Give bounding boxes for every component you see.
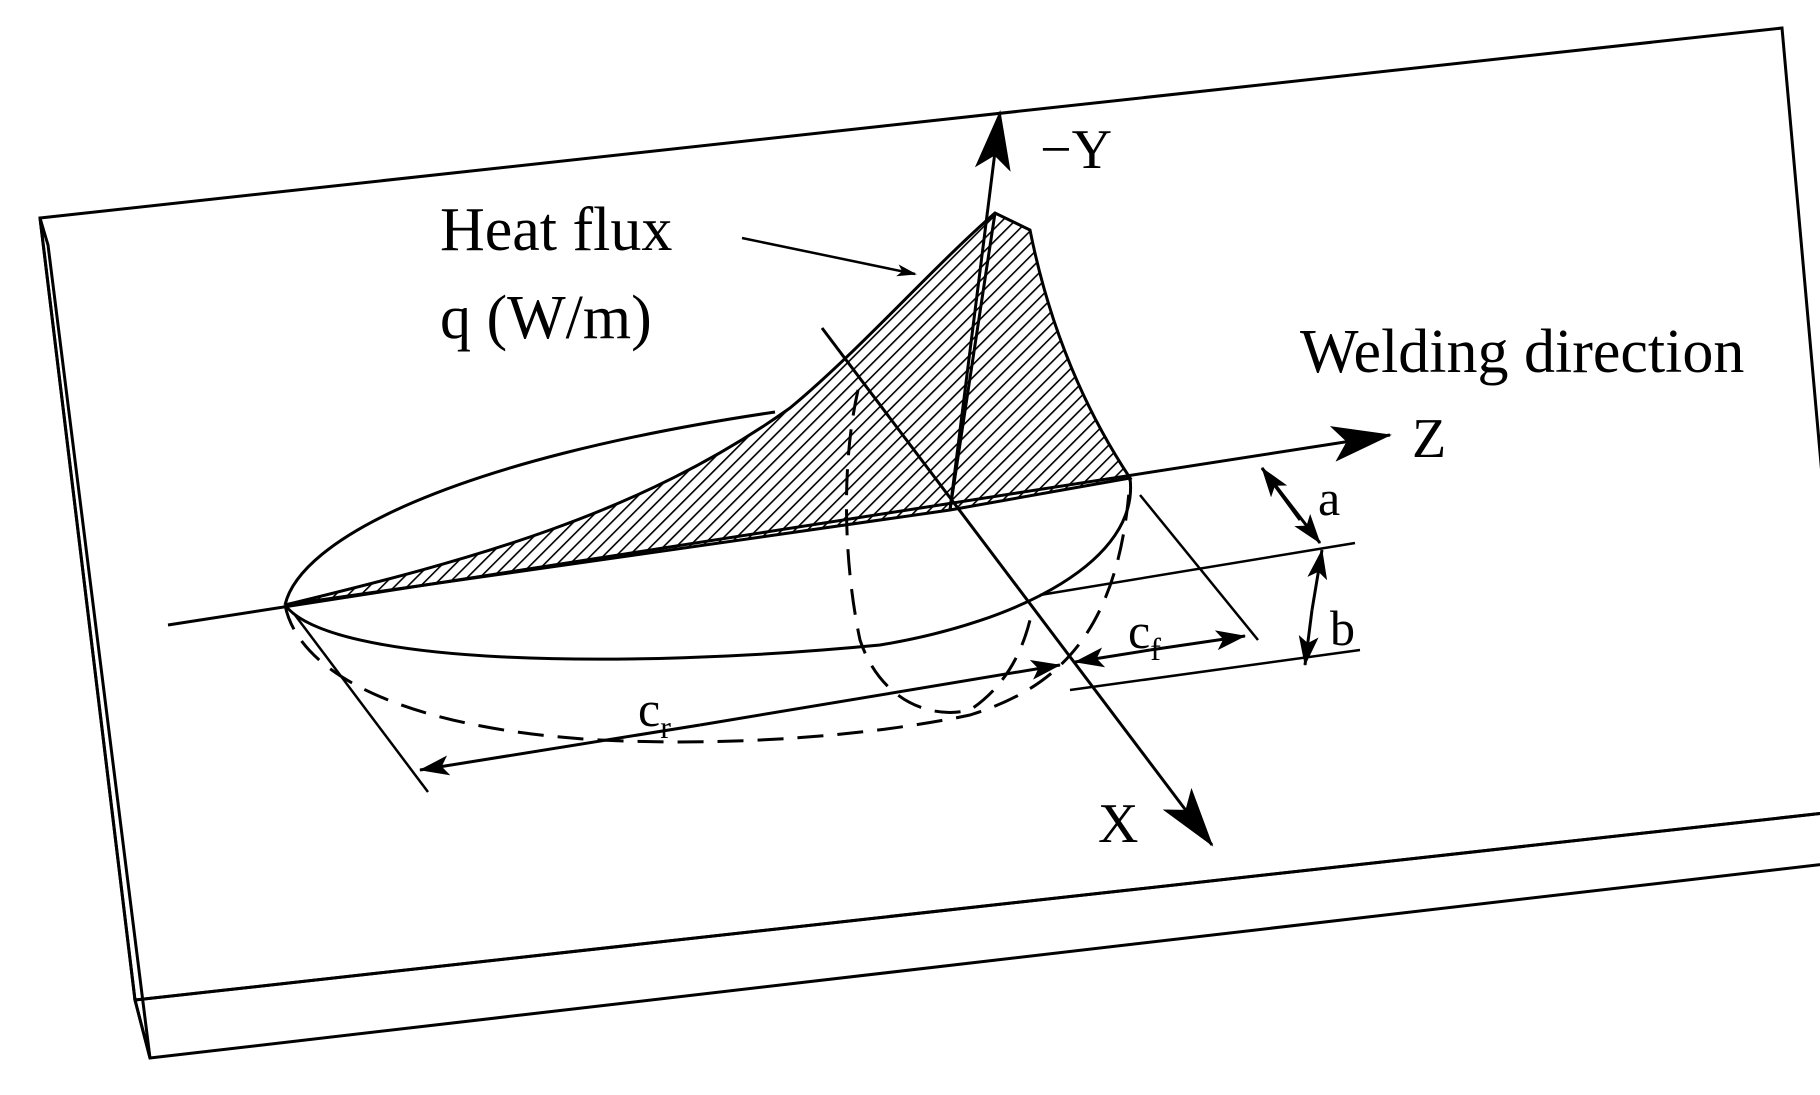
workpiece-plate [38,26,1820,1060]
heat-source-top-ellipse [283,410,1133,661]
heat-source-dashed-cross-section [844,389,1032,714]
heat-source-dashed-bottom [283,477,1132,744]
heat-flux-leader [741,236,917,277]
axis-z-label: Z [1412,408,1446,470]
axis-neg-y-label: −Y [1040,119,1112,181]
ref-line-middle [1039,541,1356,597]
heat-flux-label-line1: Heat flux [440,196,672,264]
plate-front-face [133,812,1820,1060]
heat-flux-distribution [284,211,1133,607]
dimension-cf [1074,494,1259,668]
plate-left-face [38,217,152,1059]
dimension-cf-label: cf [1128,603,1161,667]
axis-z-line [167,426,1392,627]
dimension-cr [294,614,1061,793]
axis-x-label: X [1098,793,1138,855]
welding-direction-label: Welding direction [1300,318,1744,386]
dimension-a [1260,467,1322,544]
heat-flux-hatched-area [284,211,1133,607]
axis-neg-y-line [948,110,1011,511]
dimension-cr-label: cr [638,681,671,745]
dimension-b [1298,549,1328,666]
heat-flux-label-line2: q (W/m) [440,284,652,352]
dimension-a-label: a [1318,470,1340,526]
dimension-b-label: b [1330,600,1355,656]
axis-x-line [820,327,1214,847]
